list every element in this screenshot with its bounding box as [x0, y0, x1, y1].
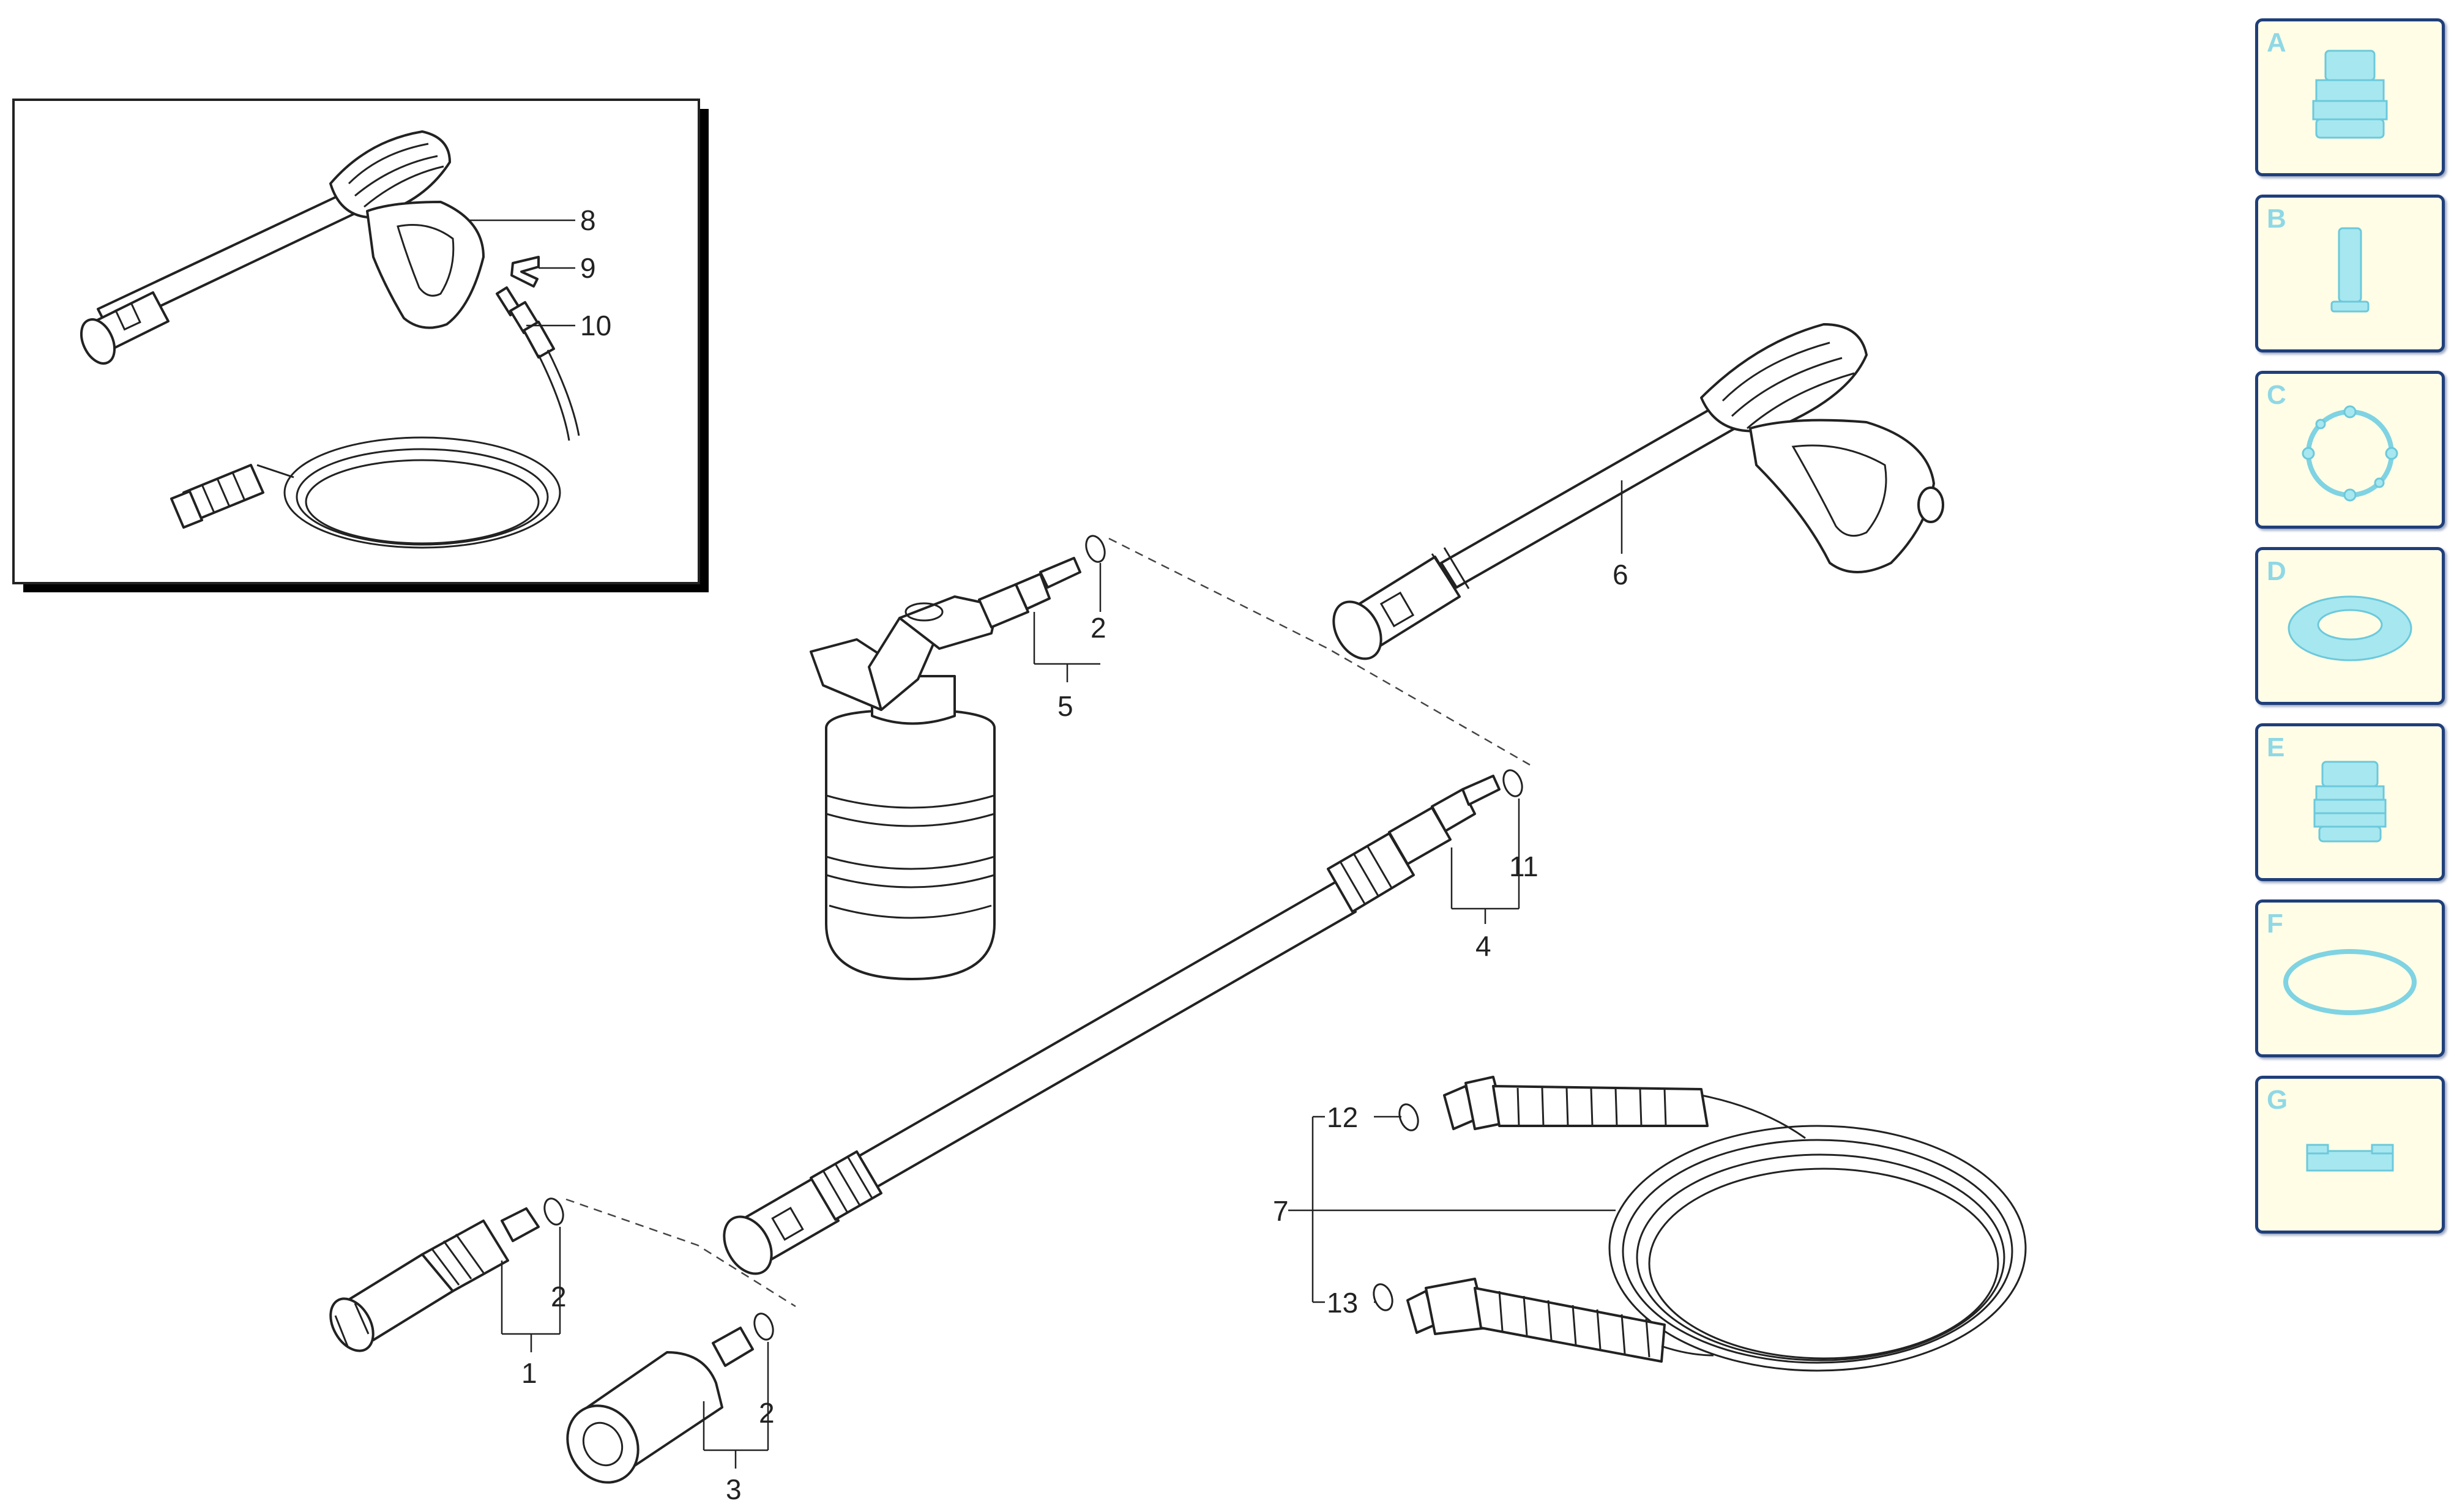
high-pressure-hose[interactable]: [1370, 1076, 2027, 1372]
seal-washer-icon: [2288, 595, 2412, 661]
category-panel: A B C D E: [2221, 0, 2454, 1512]
inset-leaders: [468, 219, 575, 327]
foam-bottle-leaders: [1033, 563, 1102, 682]
callout-7: 7: [1273, 1195, 1289, 1227]
callout-3: 3: [726, 1473, 742, 1505]
clamp-ring-icon: [2302, 405, 2398, 502]
nozzle-3-leaders: [703, 1342, 769, 1469]
nozzle-3[interactable]: [554, 1311, 777, 1495]
exploded-parts-diagram: 8 9 10 2 5: [12, 99, 2027, 1505]
inset-hose[interactable]: [170, 286, 580, 549]
callout-13: 13: [1327, 1287, 1358, 1319]
category-letter-f: F: [2267, 909, 2283, 939]
category-letter-c: C: [2267, 380, 2286, 410]
category-card-f[interactable]: F: [2255, 899, 2445, 1057]
callout-2-nozzle-3: 2: [759, 1397, 775, 1429]
category-letter-e: E: [2267, 732, 2285, 762]
callout-2-nozzle-1: 2: [551, 1281, 567, 1313]
foam-bottle[interactable]: [810, 534, 1108, 980]
category-letter-d: D: [2267, 556, 2286, 586]
callout-4: 4: [1475, 930, 1491, 962]
hose-leaders: [1288, 1115, 1616, 1303]
inset-clip[interactable]: [510, 256, 540, 288]
callout-10: 10: [580, 310, 611, 341]
spray-lance-leaders: [1450, 799, 1520, 924]
category-card-g[interactable]: G: [2255, 1076, 2445, 1234]
threaded-fitting-icon: [2313, 761, 2387, 843]
callout-9: 9: [580, 252, 596, 284]
connection-line-nozzles: [565, 1198, 796, 1308]
callout-11: 11: [1509, 851, 1538, 882]
category-letter-a: A: [2267, 28, 2286, 58]
callout-1: 1: [521, 1357, 537, 1389]
nozzle-1[interactable]: [322, 1196, 567, 1358]
callout-5: 5: [1057, 690, 1073, 722]
callout-8: 8: [580, 204, 596, 236]
o-ring-icon: [2283, 949, 2417, 1015]
cylinder-part-icon: [2330, 227, 2370, 313]
trigger-gun[interactable]: [1324, 323, 1944, 667]
category-letter-g: G: [2267, 1085, 2288, 1115]
callout-2-bottle: 2: [1091, 612, 1106, 644]
category-card-b[interactable]: B: [2255, 195, 2445, 352]
nozzle-cap-icon: [2312, 50, 2388, 139]
category-card-d[interactable]: D: [2255, 547, 2445, 705]
category-card-c[interactable]: C: [2255, 371, 2445, 529]
nozzle-1-leaders: [501, 1227, 561, 1352]
flat-plate-icon: [2306, 1144, 2394, 1172]
spray-lance[interactable]: [715, 768, 1526, 1283]
callout-12: 12: [1327, 1101, 1358, 1133]
inset-trigger-gun[interactable]: [75, 130, 485, 369]
category-card-e[interactable]: E: [2255, 723, 2445, 881]
category-card-a[interactable]: A: [2255, 18, 2445, 176]
category-letter-b: B: [2267, 204, 2286, 234]
connection-line-bottle: [1108, 537, 1531, 766]
callout-6: 6: [1613, 559, 1628, 590]
